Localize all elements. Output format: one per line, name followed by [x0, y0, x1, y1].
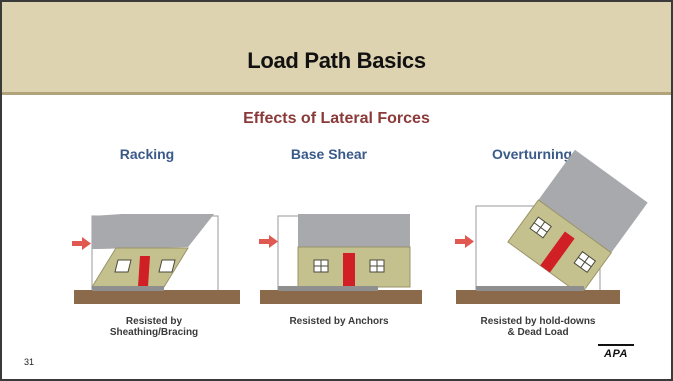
- page-number: 31: [24, 357, 35, 367]
- header-band: [2, 2, 671, 95]
- apa-logo: APA: [598, 342, 634, 364]
- roof-icon: [298, 214, 410, 247]
- force-arrow-icon: [72, 237, 91, 250]
- panel-title-base-shear: Base Shear: [290, 146, 368, 162]
- foundation: [278, 286, 378, 291]
- roof-icon: [538, 149, 648, 253]
- window-icon: [158, 259, 176, 273]
- force-arrow-icon: [455, 235, 474, 248]
- door-icon: [343, 253, 355, 287]
- caption-base-shear: Resisted by Anchors: [249, 316, 429, 327]
- force-arrow-icon: [259, 235, 278, 248]
- ground-icon: [456, 290, 620, 304]
- door-icon: [540, 231, 575, 273]
- foundation: [476, 286, 584, 291]
- ground-icon: [260, 290, 422, 304]
- overturning-figure: [455, 149, 648, 304]
- logo-text: APA: [604, 348, 628, 360]
- caption-overturning: Resisted by hold-downs & Dead Load: [448, 316, 628, 338]
- logo-bar: [598, 344, 634, 346]
- foundation: [92, 286, 164, 291]
- slide-subtitle: Effects of Lateral Forces: [243, 110, 430, 127]
- base-shear-figure: [259, 214, 422, 304]
- slide-title: Load Path Basics: [247, 48, 426, 73]
- panel-title-overturning: Overturning: [491, 146, 573, 162]
- window-icon: [114, 259, 132, 273]
- ground-icon: [74, 290, 240, 304]
- panel-title-racking: Racking: [119, 146, 175, 162]
- caption-line: Resisted by: [125, 316, 183, 327]
- caption-line: Resisted by Anchors: [289, 316, 389, 327]
- caption-line: & Dead Load: [507, 327, 569, 338]
- caption-racking: Resisted by Sheathing/Bracing: [64, 316, 244, 338]
- racking-figure: [72, 214, 240, 304]
- roof-slope: [92, 214, 214, 249]
- caption-line: Resisted by hold-downs: [480, 316, 596, 327]
- door-icon: [138, 256, 150, 287]
- caption-line: Sheathing/Bracing: [109, 327, 199, 338]
